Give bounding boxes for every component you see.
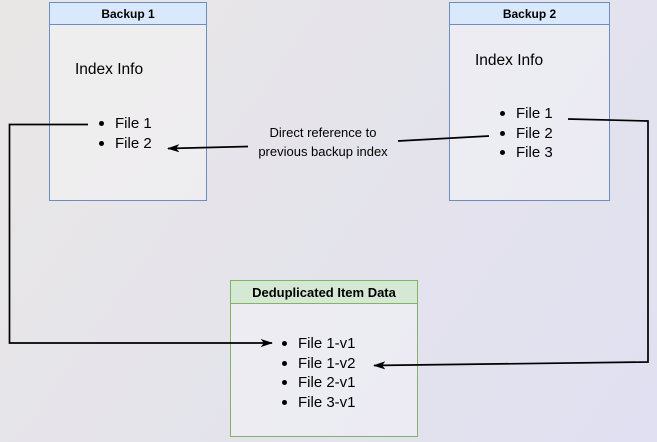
dedup-item-list: File 1-v1 File 1-v2 File 2-v1 File 3-v1 [282, 334, 356, 412]
file-label: File 2 [516, 124, 553, 142]
direct-reference-label-line2: previous backup index [258, 144, 388, 159]
bullet-icon [500, 130, 505, 136]
backup2-node: Backup 2 Index Info File 1 File 2 File 3 [449, 2, 610, 201]
file-label: File 2 [115, 134, 152, 152]
bullet-icon [500, 111, 505, 117]
file-label: File 1-v2 [298, 354, 356, 372]
bullet-icon [282, 341, 287, 347]
file-label: File 1 [115, 114, 152, 132]
bullet-icon [282, 399, 287, 405]
dedup-title: Deduplicated Item Data [252, 284, 396, 300]
backup1-title: Backup 1 [101, 6, 155, 21]
file-label: File 2-v1 [298, 374, 356, 392]
backup2-file-list: File 1 File 2 File 3 [500, 104, 553, 163]
backup2-index-info-label: Index Info [475, 52, 544, 69]
file-item: File 1 [99, 113, 152, 133]
bullet-icon [500, 150, 505, 156]
backup1-titlebar: Backup 1 [50, 3, 206, 25]
file-label: File 3-v1 [298, 393, 356, 411]
dedup-node: Deduplicated Item Data File 1-v1 File 1-… [230, 280, 418, 437]
file-item: File 1-v1 [282, 334, 356, 354]
dedup-titlebar: Deduplicated Item Data [231, 281, 417, 304]
file-label: File 1 [516, 105, 553, 123]
backup1-index-info-label: Index Info [75, 61, 144, 78]
direct-reference-label-line1: Direct reference to [269, 125, 377, 140]
file-item: File 2 [99, 133, 152, 153]
file-item: File 3-v1 [282, 393, 356, 413]
bullet-icon [282, 360, 287, 366]
backup1-file-list: File 1 File 2 [99, 113, 152, 153]
file-item: File 2 [500, 124, 553, 144]
file-item: File 1 [500, 104, 553, 124]
backup2-title: Backup 2 [502, 6, 557, 21]
bullet-icon [99, 140, 104, 146]
file-item: File 2-v1 [282, 373, 356, 393]
file-label: File 3 [516, 144, 553, 162]
file-item: File 3 [500, 143, 553, 163]
bullet-icon [99, 120, 104, 126]
backup2-titlebar: Backup 2 [450, 3, 609, 25]
file-item: File 1-v2 [282, 354, 356, 374]
bullet-icon [282, 380, 287, 386]
direct-reference-label: Direct reference to previous backup inde… [238, 123, 408, 161]
backup1-node: Backup 1 Index Info File 1 File 2 [49, 2, 207, 201]
file-label: File 1-v1 [298, 335, 356, 353]
